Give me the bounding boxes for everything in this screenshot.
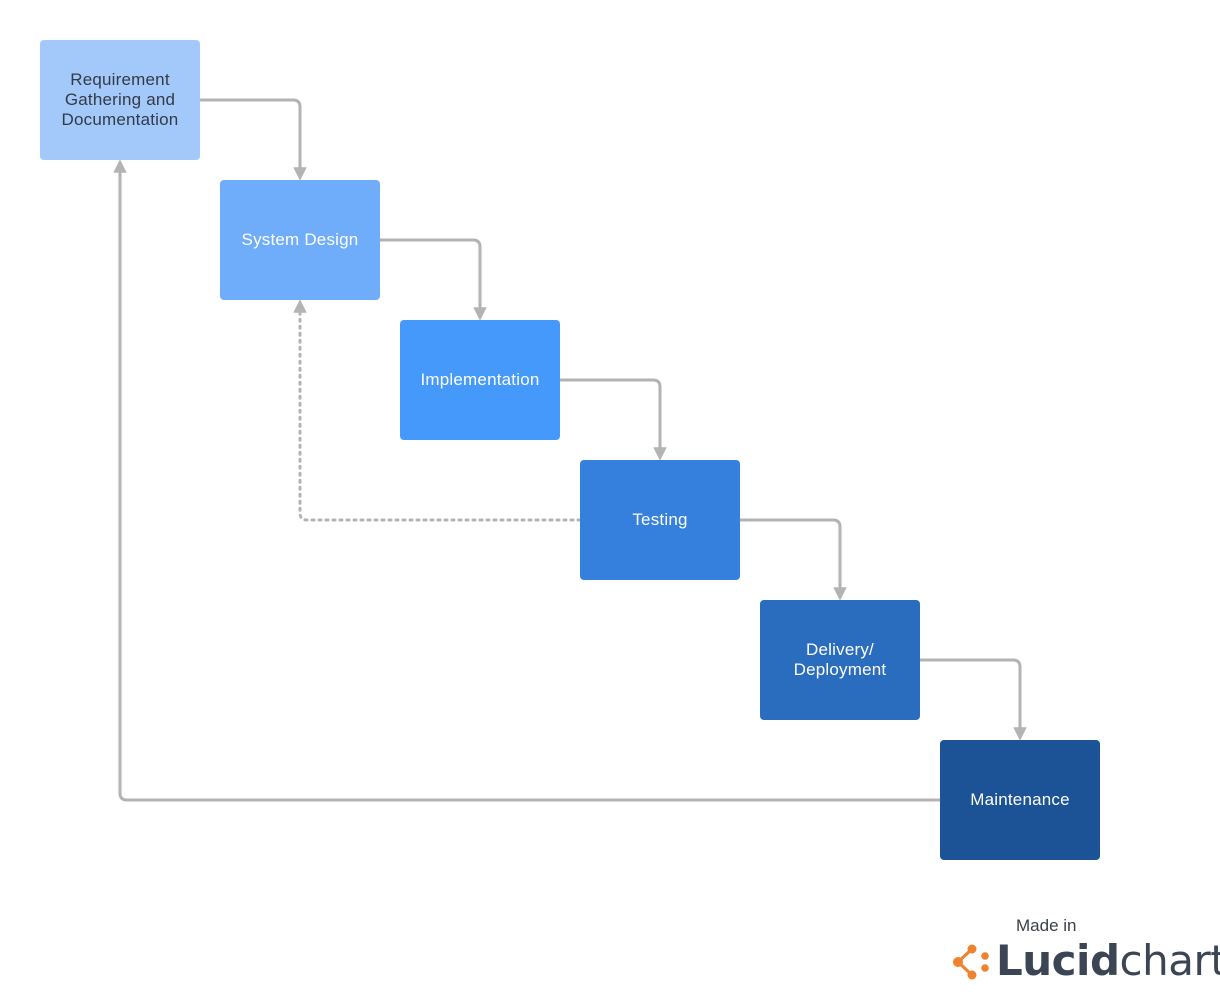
phase-delivery-box[interactable]: Delivery/ Deployment xyxy=(760,600,920,720)
connector-requirements-to-design xyxy=(200,98,307,181)
wordmark-part-chart: chart xyxy=(1119,936,1220,985)
phase-implementation-box[interactable]: Implementation xyxy=(400,320,560,440)
connector-testing-to-delivery xyxy=(740,518,847,601)
made-in-text: Made in xyxy=(1016,916,1077,935)
phase-maintenance-label: Maintenance xyxy=(970,790,1070,809)
lucidchart-wordmark: Lucidchart xyxy=(996,936,1220,986)
lucidchart-logo-icon xyxy=(953,944,989,980)
connector-testing-to-design-feedback xyxy=(293,299,582,522)
phase-requirements-box[interactable]: Requirement Gathering and Documentation xyxy=(40,40,200,160)
phase-testing-label: Testing xyxy=(632,510,688,529)
phase-system-design-box[interactable]: System Design xyxy=(220,180,380,300)
phase-maintenance-box[interactable]: Maintenance xyxy=(940,740,1100,860)
phase-delivery-label: Delivery/ Deployment xyxy=(793,640,887,679)
phase-requirements-label: Requirement Gathering and Documentation xyxy=(61,70,179,129)
connector-implementation-to-testing xyxy=(560,378,667,461)
phase-testing-box[interactable]: Testing xyxy=(580,460,740,580)
phase-implementation-label: Implementation xyxy=(420,370,540,389)
lucidchart-badge[interactable]: Made in Lucidchart xyxy=(948,912,1220,992)
connector-maintenance-to-requirements xyxy=(113,159,940,802)
phase-system-design-label: System Design xyxy=(241,230,359,249)
connector-delivery-to-maintenance xyxy=(920,658,1027,741)
wordmark-part-lucid: Lucid xyxy=(996,936,1120,985)
connector-design-to-implementation xyxy=(380,238,487,321)
